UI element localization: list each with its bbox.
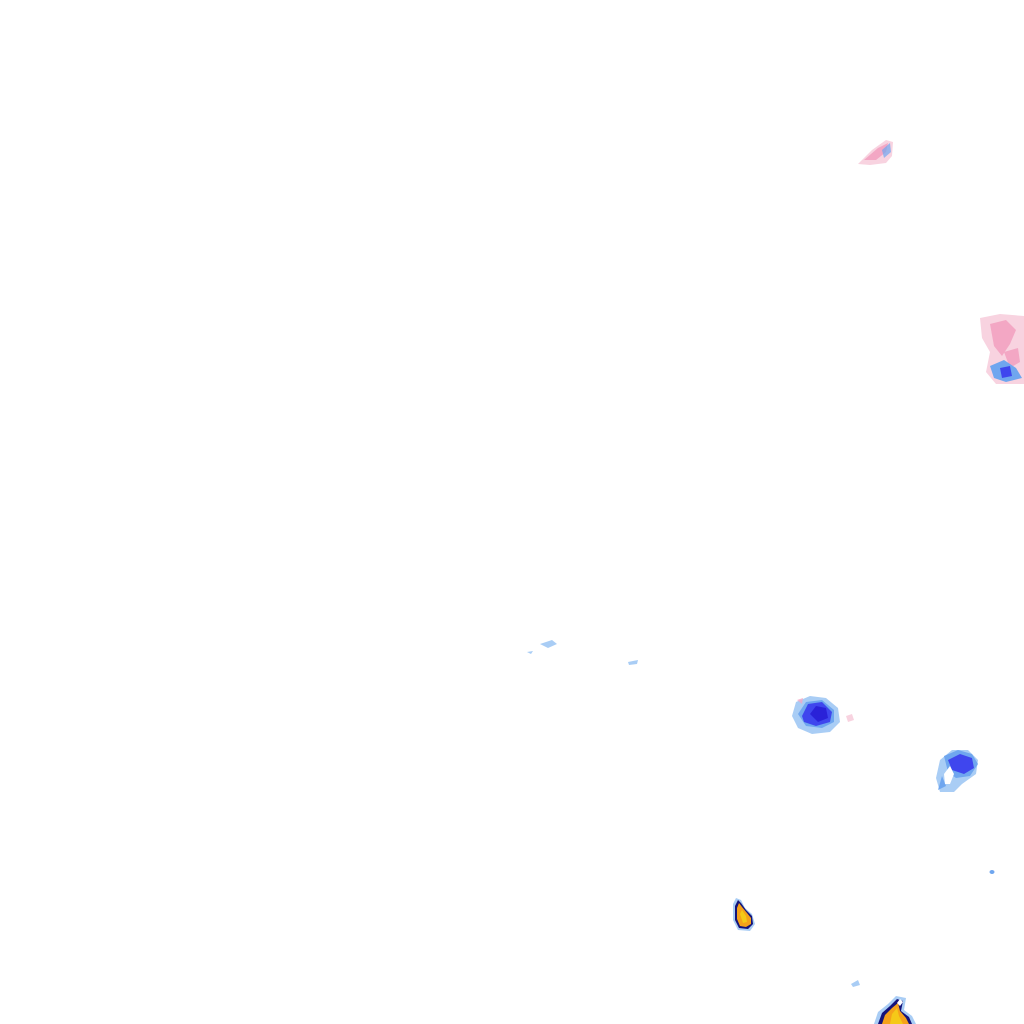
echo-right-edge-cluster — [980, 314, 1024, 384]
echo-bottom-orange-cell — [851, 980, 916, 1024]
echo-blue-cell-center — [792, 696, 854, 734]
echo-orange-cell — [733, 898, 755, 931]
echo-faint-specks — [527, 640, 995, 874]
echo-blue-ring-cell — [936, 750, 978, 792]
echo-top-right-wisp — [858, 140, 893, 165]
